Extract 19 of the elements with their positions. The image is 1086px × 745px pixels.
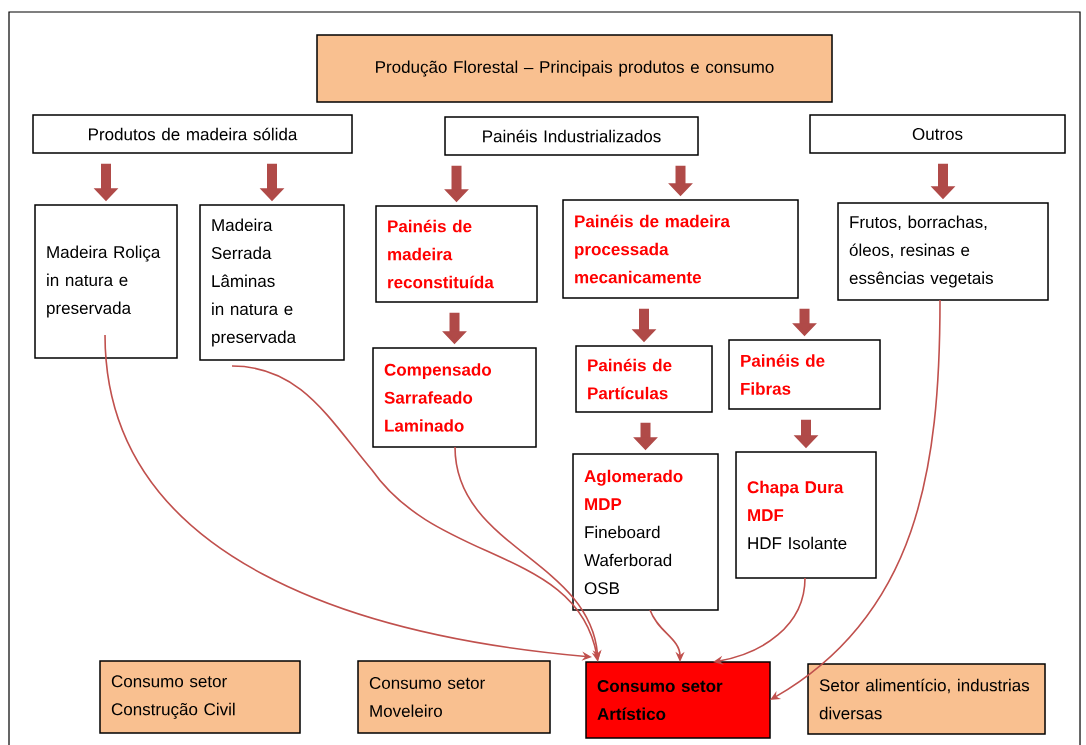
process-box: Painéis de Partículas [575, 345, 713, 413]
curved-arrow [770, 299, 941, 700]
highlight-box: Consumo setor Artístico [585, 661, 771, 739]
process-box: Painéis de madeira reconstituída [375, 205, 538, 303]
heading-box: Consumo setor Moveleiro [357, 660, 551, 734]
process-box: Madeira Serrada Lâminas in natura e preservada [199, 204, 345, 361]
process-box: Painéis de Fibras [728, 339, 881, 410]
process-box: Outros [809, 114, 1066, 154]
heading-box: Consumo setor Construção Civil [99, 660, 301, 734]
process-box: Frutos, borrachas, óleos, resinas e essências vegetais [837, 202, 1049, 301]
process-box: Madeira Roliça in natura e preservada [34, 204, 178, 359]
process-box: Chapa Dura MDF HDF Isolante [735, 451, 877, 579]
process-box: Produtos de madeira sólida [32, 114, 353, 154]
process-box: Compensado Sarrafeado Laminado [372, 347, 537, 448]
process-box: Aglomerado MDP Fineboard Waferborad OSB [572, 453, 719, 611]
process-box: Painéis Industrializados [444, 116, 699, 156]
heading-box: Setor alimentício, industrias diversas [807, 663, 1046, 735]
process-box: Painéis de madeira processada mecanicamente [562, 199, 799, 299]
heading-box: Produção Florestal – Principais produtos e consumo [316, 34, 833, 103]
